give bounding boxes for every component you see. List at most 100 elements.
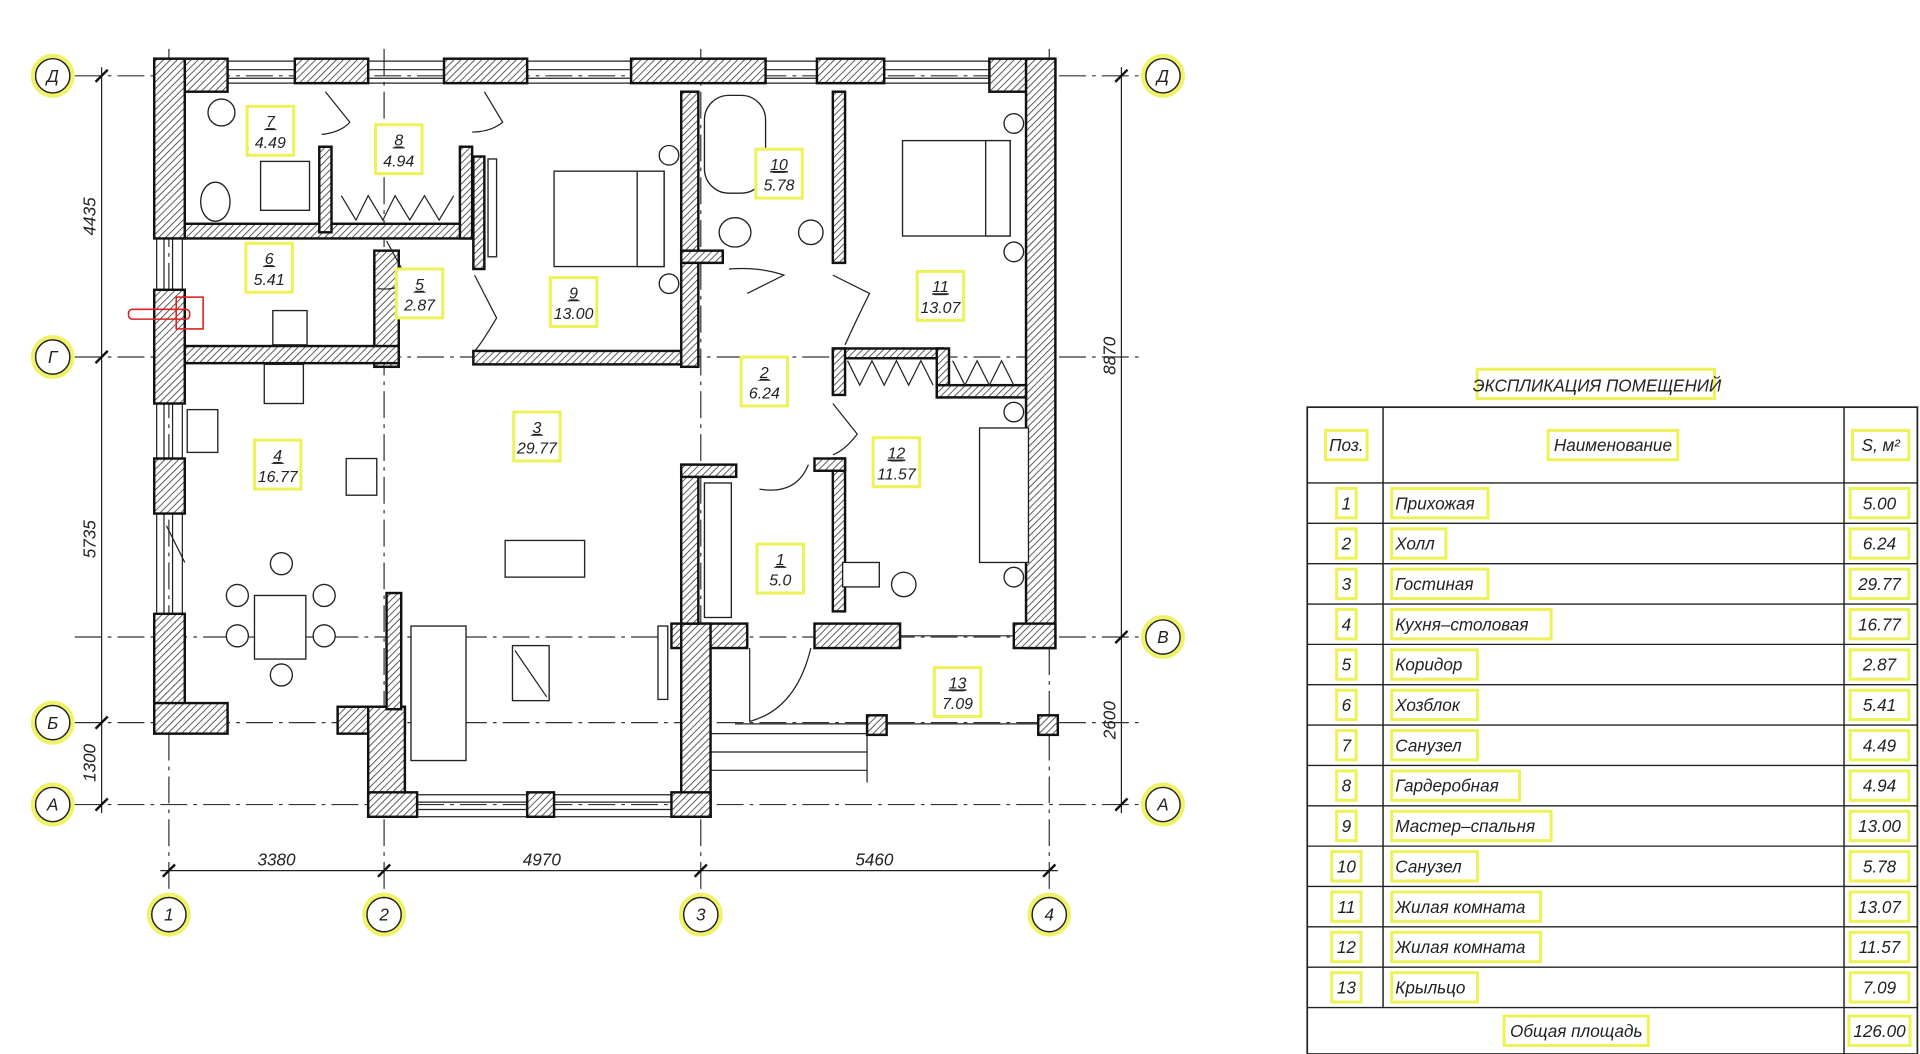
room-label-box (512, 410, 562, 463)
row-area: 16.77 (1858, 615, 1902, 634)
wall (1024, 57, 1057, 650)
row-name-box (1390, 608, 1553, 641)
bed-pillow (636, 170, 665, 268)
room-label-box (739, 355, 790, 408)
axis-label: Д (1155, 67, 1169, 86)
row-name: Мастер–спальня (1395, 817, 1535, 836)
row-area-box (1848, 688, 1911, 722)
row-name: Жилая комната (1394, 938, 1525, 957)
row-area: 2.87 (1862, 656, 1898, 675)
room-area: 13.00 (554, 306, 594, 323)
row-pos-box (1330, 850, 1363, 883)
row-name-box (1390, 930, 1543, 964)
dining-chair (269, 663, 294, 687)
axis-bubble (1145, 619, 1181, 655)
row-area-box (1848, 769, 1911, 802)
room-label-box (871, 436, 922, 489)
row-name-box (1390, 769, 1522, 802)
room-label-7: 74.49 (245, 104, 296, 157)
room-area: 13.07 (921, 300, 962, 317)
dimension-tick (94, 68, 109, 83)
row-area: 11.57 (1859, 938, 1902, 957)
axis-bubble (34, 786, 71, 823)
room-number: 11 (932, 279, 948, 296)
total-area-box (1847, 1014, 1912, 1047)
room-number: 5 (415, 277, 424, 294)
header-area-box (1851, 428, 1911, 462)
wall (152, 288, 187, 405)
door-swing (474, 274, 498, 352)
room-label-1: 15.0 (755, 542, 806, 595)
wall (183, 344, 400, 365)
row-pos: 10 (1337, 857, 1357, 876)
axis-label: Д (45, 67, 59, 86)
room-area: 5.78 (764, 178, 795, 195)
row-name-box (1390, 486, 1490, 520)
room-label-box (244, 241, 294, 294)
hangers-icon (340, 194, 455, 222)
wall (679, 463, 738, 479)
axis-label: 2 (378, 906, 389, 925)
total-label: Общая площадь (1510, 1022, 1642, 1041)
row-pos: 9 (1342, 817, 1352, 836)
row-pos: 3 (1342, 575, 1352, 594)
stove (263, 363, 305, 405)
wall (629, 57, 767, 85)
row-pos-box (1330, 890, 1363, 923)
wardrobe (703, 482, 733, 619)
row-name: Гардеробная (1395, 777, 1498, 796)
row-pos: 7 (1342, 736, 1353, 755)
room-label-box (548, 276, 599, 328)
room-number: 6 (265, 251, 274, 268)
room-label-box (754, 147, 804, 200)
sofa (410, 625, 467, 762)
row-pos: 12 (1337, 938, 1357, 957)
header-name: Наименование (1554, 436, 1672, 455)
row-name-box (1390, 890, 1543, 923)
row-area: 7.09 (1863, 978, 1897, 997)
row-area: 5.00 (1863, 494, 1897, 513)
room-label-5: 52.87 (394, 267, 445, 320)
row-area: 13.00 (1858, 817, 1901, 836)
wall (472, 155, 486, 271)
toilet (718, 216, 752, 248)
dining-chair (269, 552, 294, 576)
axis-label: В (1157, 628, 1168, 647)
row-name: Прихожая (1395, 494, 1474, 513)
row-pos: 11 (1338, 898, 1356, 917)
wall (679, 90, 700, 369)
dimension-text: 1300 (81, 743, 100, 782)
row-area-box (1848, 608, 1911, 641)
row-area: 29.77 (1857, 575, 1902, 594)
room-label-box (932, 666, 983, 719)
row-pos: 13 (1337, 978, 1357, 997)
axis-label: А (46, 796, 58, 815)
row-pos-box (1335, 486, 1358, 520)
row-name-box (1390, 567, 1490, 601)
dining-chair (312, 583, 336, 608)
row-pos-box (1330, 930, 1363, 964)
room-label-13: 137.09 (932, 666, 983, 719)
row-pos-box (1335, 809, 1358, 843)
wall (679, 249, 725, 265)
dimension-text: 5735 (81, 520, 100, 559)
room-area: 6.24 (749, 386, 780, 403)
dimension-tick (693, 863, 708, 878)
axis-bubble (34, 57, 71, 94)
room-area: 5.0 (769, 573, 791, 590)
row-name: Жилая комната (1394, 898, 1525, 917)
row-area-box (1848, 971, 1911, 1004)
washbasin (797, 219, 824, 246)
row-area: 13.07 (1858, 898, 1902, 917)
row-pos: 1 (1342, 494, 1352, 513)
room-area: 7.09 (942, 696, 973, 713)
desk (841, 561, 880, 588)
row-area: 4.94 (1863, 777, 1896, 796)
table-border (1306, 406, 1919, 1054)
room-number: 7 (266, 114, 276, 131)
row-area-box (1848, 930, 1911, 964)
dimension-tick (94, 715, 109, 730)
